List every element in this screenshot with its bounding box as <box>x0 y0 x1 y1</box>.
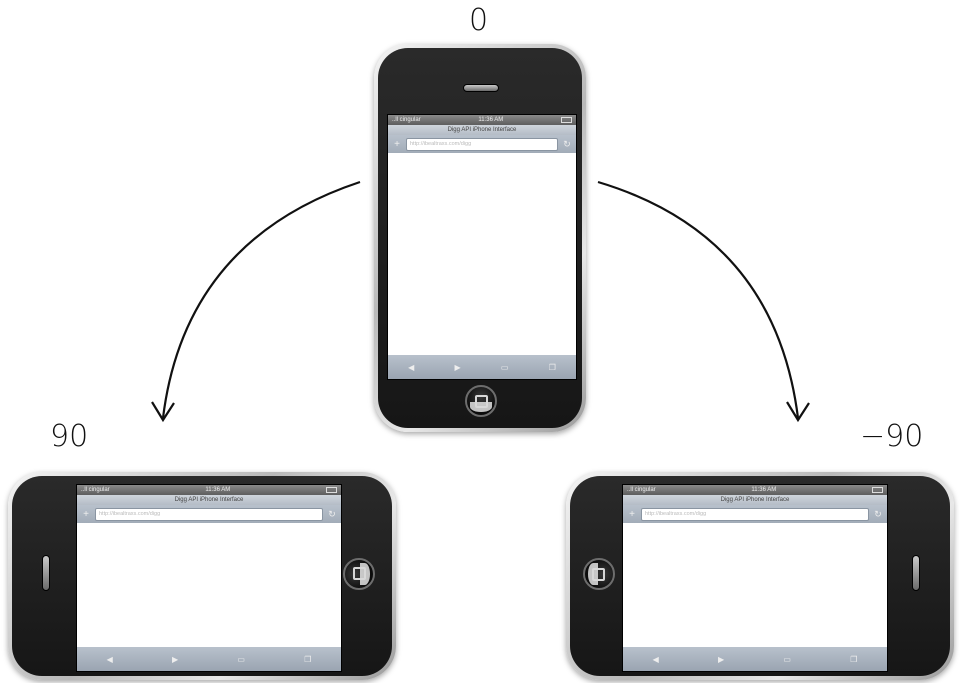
rotate-left-arrow <box>161 180 361 419</box>
phone-body: ..ll cingular 11:36 AM Digg API iPhone I… <box>570 476 950 676</box>
safari-view: ..ll cingular 11:36 AM Digg API iPhone I… <box>623 485 887 671</box>
url-field[interactable]: http://ibealtraxs.com/digg <box>95 507 323 521</box>
bookmarks-icon[interactable]: ▭ <box>783 654 791 664</box>
address-bar: + http://ibealtraxs.com/digg ↻ <box>77 505 341 523</box>
back-arrow-icon[interactable]: ◀ <box>652 654 659 664</box>
add-bookmark-icon[interactable]: + <box>83 508 89 520</box>
battery-icon <box>561 117 572 123</box>
iphone-portrait: ..ll cingular 11:36 AM Digg API iPhone I… <box>374 44 586 432</box>
clock: 11:36 AM <box>751 487 777 493</box>
bottom-toolbar: ◀ ▶ ▭ ❐ <box>623 647 887 671</box>
battery-icon <box>872 487 883 493</box>
page-content <box>388 153 576 355</box>
url-field[interactable]: http://ibealtraxs.com/digg <box>406 137 558 151</box>
reload-icon[interactable]: ↻ <box>563 138 571 149</box>
status-bar: ..ll cingular 11:36 AM <box>623 485 887 495</box>
iphone-landscape-90: ..ll cingular 11:36 AM Digg API iPhone I… <box>8 472 396 680</box>
url-field[interactable]: http://ibealtraxs.com/digg <box>641 507 869 521</box>
home-square-icon <box>592 568 605 581</box>
bookmarks-icon[interactable]: ▭ <box>237 654 245 664</box>
page-title: Digg API iPhone Interface <box>388 125 576 135</box>
reload-icon[interactable]: ↻ <box>328 508 336 519</box>
phone-screen: ..ll cingular 11:36 AM Digg API iPhone I… <box>387 114 577 380</box>
pages-icon[interactable]: ❐ <box>304 654 312 664</box>
reload-icon[interactable]: ↻ <box>874 508 882 519</box>
pages-icon[interactable]: ❐ <box>850 654 858 664</box>
orientation-label-0: 0 <box>469 3 489 38</box>
back-arrow-icon[interactable]: ◀ <box>106 654 113 664</box>
clock: 11:36 AM <box>478 117 504 123</box>
pages-icon[interactable]: ❐ <box>548 362 556 372</box>
page-content <box>77 523 341 647</box>
phone-body: ..ll cingular 11:36 AM Digg API iPhone I… <box>378 48 582 428</box>
home-button[interactable] <box>465 385 497 417</box>
speaker-grille <box>912 555 920 591</box>
phone-screen: ..ll cingular 11:36 AM Digg API iPhone I… <box>622 484 888 672</box>
address-bar: + http://ibealtraxs.com/digg ↻ <box>623 505 887 523</box>
page-title: Digg API iPhone Interface <box>77 495 341 505</box>
address-bar: + http://ibealtraxs.com/digg ↻ <box>388 135 576 153</box>
carrier-label: ..ll cingular <box>392 117 421 123</box>
safari-view: ..ll cingular 11:36 AM Digg API iPhone I… <box>388 115 576 379</box>
status-bar: ..ll cingular 11:36 AM <box>77 485 341 495</box>
page-content <box>623 523 887 647</box>
home-square-icon <box>353 567 366 580</box>
home-button[interactable] <box>343 558 375 590</box>
bottom-toolbar: ◀ ▶ ▭ ❐ <box>388 355 576 379</box>
back-arrow-icon[interactable]: ◀ <box>408 362 415 372</box>
iphone-landscape-minus-90: ..ll cingular 11:36 AM Digg API iPhone I… <box>566 472 954 680</box>
orientation-label-90: 90 <box>50 419 89 454</box>
carrier-label: ..ll cingular <box>81 487 110 493</box>
speaker-grille <box>42 555 50 591</box>
bottom-toolbar: ◀ ▶ ▭ ❐ <box>77 647 341 671</box>
rotate-right-arrow <box>597 180 800 419</box>
home-button[interactable] <box>583 558 615 590</box>
home-square-icon <box>475 395 488 408</box>
add-bookmark-icon[interactable]: + <box>629 508 635 520</box>
forward-arrow-icon[interactable]: ▶ <box>718 654 725 664</box>
forward-arrow-icon[interactable]: ▶ <box>454 362 461 372</box>
add-bookmark-icon[interactable]: + <box>394 138 400 150</box>
forward-arrow-icon[interactable]: ▶ <box>172 654 179 664</box>
phone-screen: ..ll cingular 11:36 AM Digg API iPhone I… <box>76 484 342 672</box>
speaker-grille <box>463 84 499 92</box>
phone-body: ..ll cingular 11:36 AM Digg API iPhone I… <box>12 476 392 676</box>
rotate-right-arrowhead <box>786 401 810 423</box>
clock: 11:36 AM <box>205 487 231 493</box>
rotate-left-arrowhead <box>151 401 175 423</box>
carrier-label: ..ll cingular <box>627 487 656 493</box>
orientation-label-minus-90: −90 <box>860 419 924 454</box>
page-title: Digg API iPhone Interface <box>623 495 887 505</box>
safari-view: ..ll cingular 11:36 AM Digg API iPhone I… <box>77 485 341 671</box>
bookmarks-icon[interactable]: ▭ <box>500 362 509 372</box>
status-bar: ..ll cingular 11:36 AM <box>388 115 576 125</box>
battery-icon <box>326 487 337 493</box>
